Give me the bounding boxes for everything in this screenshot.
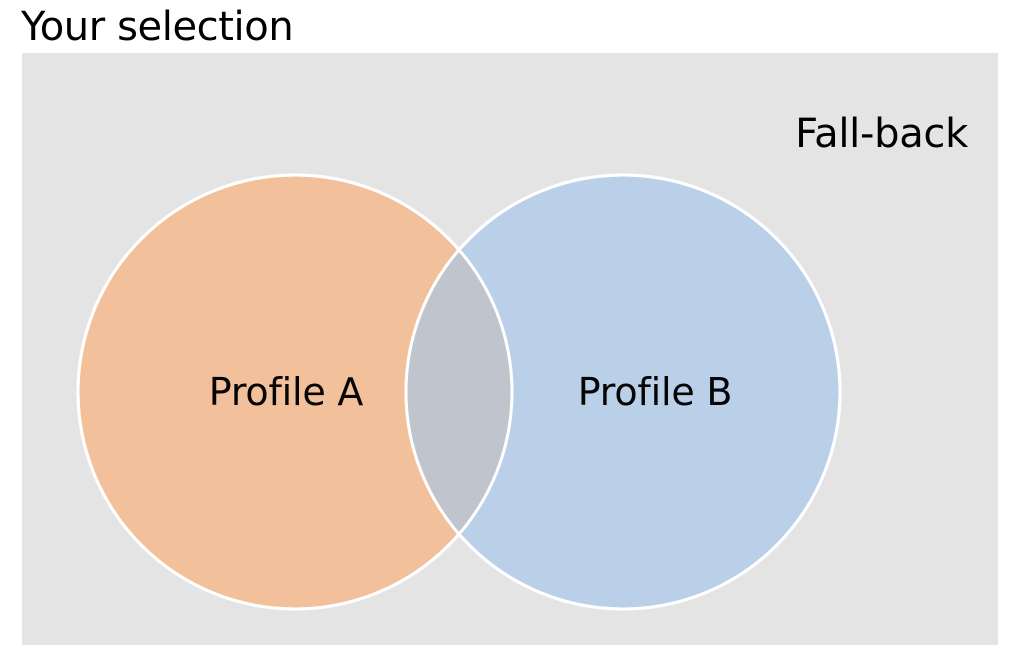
venn-circle-profile-b-outline	[404, 173, 842, 611]
page-title: Your selection	[21, 4, 294, 50]
venn-panel: Fall-back Profile A Profile B	[22, 53, 998, 645]
venn-circle-profile-a-outline	[76, 173, 514, 611]
venn-svg	[76, 173, 842, 611]
fallback-label: Fall-back	[795, 111, 968, 157]
